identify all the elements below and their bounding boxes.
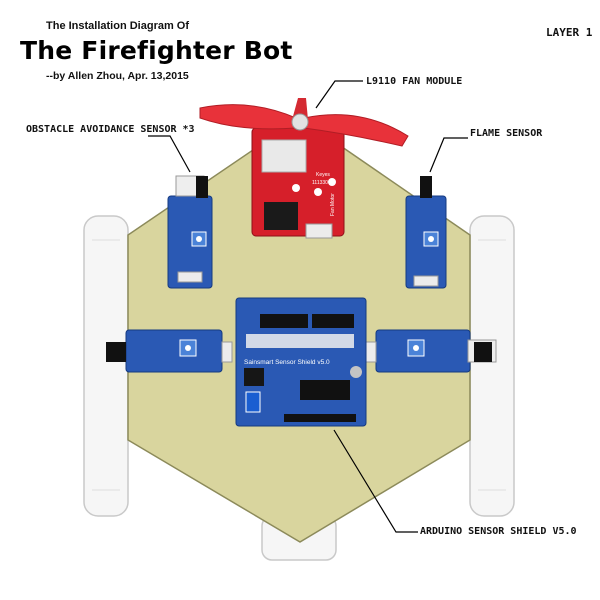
wheel-right — [469, 215, 515, 517]
author-byline: --by Allen Zhou, Apr. 13,2015 — [46, 70, 189, 82]
obstacle-sensor-right — [365, 329, 497, 373]
fan-board-model: 111330 — [312, 180, 328, 186]
obstacle-sensor-top — [167, 175, 213, 289]
diagram-subtitle: The Installation Diagram Of — [46, 20, 190, 32]
diagram-title: The Firefighter Bot — [20, 36, 293, 65]
fan-board-side: Fan Motor — [330, 193, 336, 216]
obstacle-sensor-callout: OBSTACLE AVOIDANCE SENSOR *3 — [26, 124, 195, 135]
shield-board-name: Sainsmart Sensor Shield v5.0 — [244, 359, 330, 366]
fan-module: Fan Motor Keyes 111330 — [251, 127, 345, 239]
obstacle-sensor-left — [106, 329, 233, 373]
layer-label: LAYER 1 — [546, 26, 593, 39]
fan-module-callout: L9110 FAN MODULE — [366, 76, 463, 87]
callout-lines — [148, 80, 468, 533]
flame-sensor-callout: FLAME SENSOR — [470, 128, 543, 139]
flame-sensor — [405, 176, 447, 289]
arduino-shield-icon: Sainsmart Sensor Shield v5.0 — [235, 297, 367, 427]
wheel-left — [83, 215, 129, 517]
propeller-icon — [199, 98, 409, 147]
fan-board-brand: Keyes — [316, 172, 330, 178]
shield-callout: ARDUINO SENSOR SHIELD V5.0 — [420, 526, 577, 537]
